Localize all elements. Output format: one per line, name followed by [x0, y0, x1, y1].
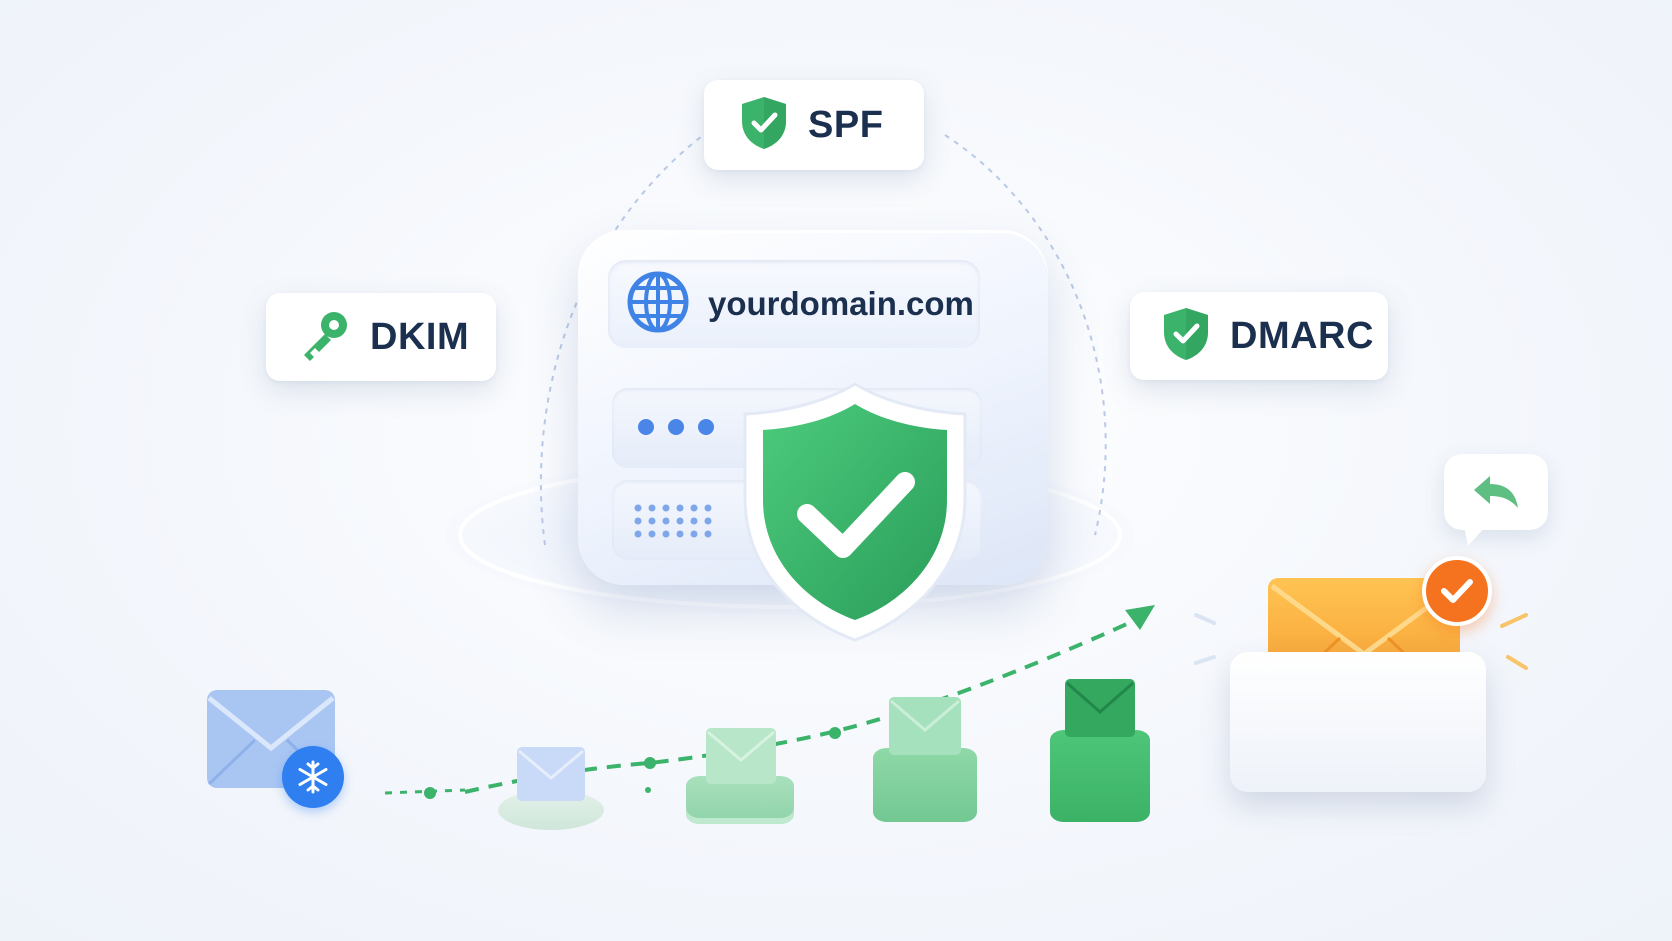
pedestal-3 — [873, 748, 977, 822]
pedestal-envelope — [516, 746, 586, 807]
shield-check-icon — [1160, 306, 1212, 367]
dkim-label: DKIM — [370, 315, 470, 358]
vent-dots — [634, 504, 712, 538]
reply-icon — [1474, 476, 1518, 508]
trend-dotted-line — [384, 788, 466, 795]
envelope-icon — [1065, 679, 1135, 737]
dkim-badge: DKIM — [266, 293, 496, 381]
pedestal-4 — [1050, 730, 1150, 822]
trend-arrowhead — [1125, 605, 1155, 630]
domain-name: yourdomain.com — [708, 285, 974, 322]
snowflake-icon — [298, 760, 328, 794]
pedestal-envelope — [888, 696, 962, 761]
check-icon — [1441, 579, 1473, 603]
spf-badge: SPF — [704, 80, 924, 170]
inbox-tray — [1230, 652, 1486, 792]
globe-icon — [626, 270, 690, 339]
status-light — [638, 419, 654, 435]
pedestal-envelope — [705, 727, 777, 790]
trend-dot — [829, 727, 841, 739]
domain-bar: yourdomain.com — [608, 260, 980, 348]
shield-check-icon — [743, 382, 967, 642]
key-icon — [296, 307, 352, 368]
envelope-icon — [517, 747, 585, 801]
inbox-check-badge — [1422, 556, 1492, 626]
dmarc-badge: DMARC — [1130, 292, 1388, 380]
reply-bubble — [1444, 454, 1548, 530]
status-light — [668, 419, 684, 435]
spf-label: SPF — [808, 103, 884, 146]
status-light — [698, 419, 714, 435]
shield-check-icon — [738, 95, 790, 156]
trend-dot — [644, 757, 656, 769]
trend-dot — [645, 787, 651, 793]
envelope-icon — [889, 697, 961, 755]
envelope-icon — [706, 728, 776, 784]
snowflake-badge — [282, 746, 344, 808]
trend-dot — [424, 787, 436, 799]
security-shield — [735, 378, 975, 646]
reply-bubble-tail — [1464, 526, 1486, 546]
dmarc-label: DMARC — [1230, 314, 1374, 357]
pedestal-envelope — [1064, 678, 1136, 743]
orbit-dashed-line — [539, 129, 711, 546]
orbit-dashed-line-right — [944, 134, 1107, 536]
